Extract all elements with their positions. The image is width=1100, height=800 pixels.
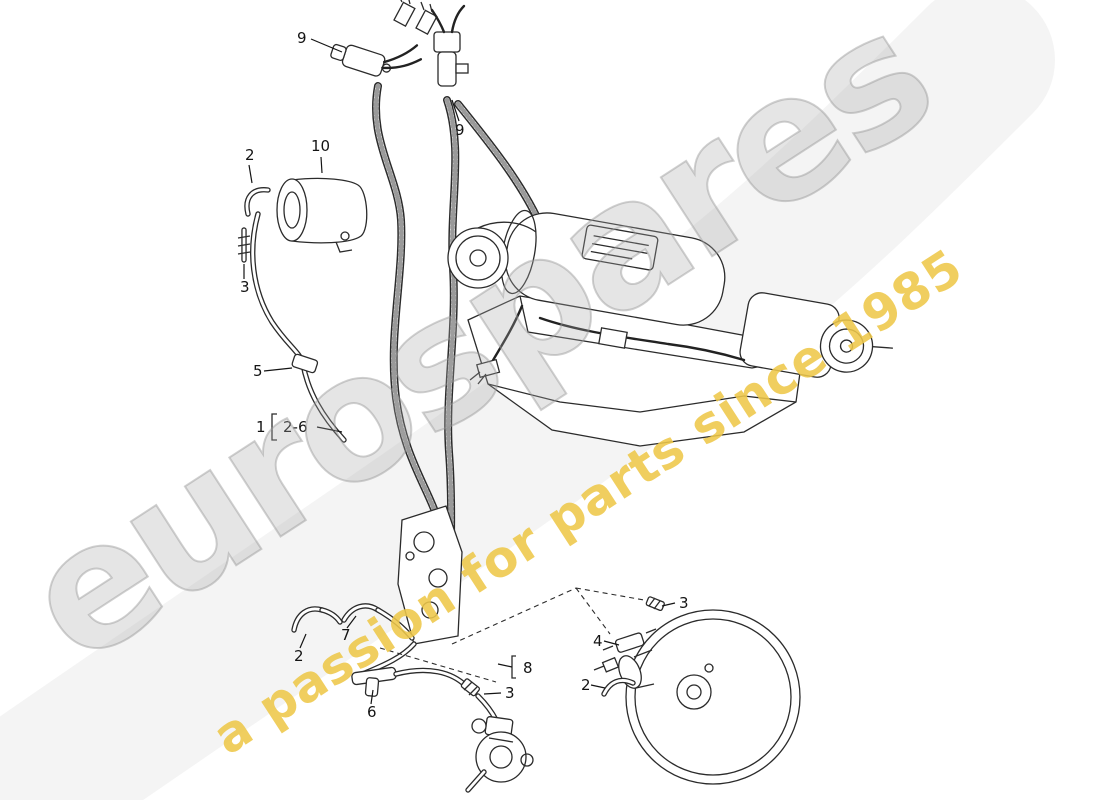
- heater-assembly: [447, 209, 893, 447]
- hose-b: [444, 97, 458, 545]
- callout-hose-elbow-top: 2: [245, 146, 255, 164]
- elbow-2-booster: [602, 679, 635, 696]
- leader-line-vacuum-reservoir: [320, 156, 323, 174]
- callout-elbow-booster: 2: [581, 676, 591, 694]
- elbow-7: [342, 604, 380, 622]
- callout-hose-piece-left: 3: [240, 278, 250, 296]
- hose-a: [373, 83, 439, 517]
- leader-line-assembly-range: [316, 426, 343, 433]
- hose-piece-3-booster: [645, 596, 665, 612]
- callout-check-valve: 4: [593, 632, 603, 650]
- leader-line-valve-lower: [451, 99, 460, 122]
- pressure-regulator: [465, 716, 534, 793]
- solenoid-valve-upper: [330, 0, 438, 77]
- callout-elbow-seven: 7: [341, 626, 351, 644]
- group-bracket: [271, 413, 277, 441]
- inline-connector-5: [291, 353, 319, 374]
- leader-line-hose-piece-booster: [661, 602, 676, 607]
- callout-elbow-mid: 2: [294, 647, 304, 665]
- callout-valve-group: 8: [523, 659, 533, 677]
- hose-piece-3-mid: [460, 678, 481, 697]
- callout-y-connector: 6: [367, 703, 377, 721]
- callout-vacuum-reservoir: 10: [311, 137, 330, 155]
- callout-hose-piece-mid: 3: [505, 684, 515, 702]
- leader-line-elbow-seven: [346, 615, 357, 629]
- lower-left-plumbing: [291, 603, 499, 723]
- construction-lines: [379, 587, 645, 683]
- leader-line-y-connector: [370, 689, 374, 705]
- elbow-2-mid: [292, 607, 324, 632]
- leader-line-valve-group: [497, 663, 513, 668]
- leader-line-hose-connector: [263, 367, 293, 372]
- solenoid-valve-lower: [430, 4, 469, 87]
- callout-hose-connector: 5: [253, 362, 263, 380]
- leader-line-hose-elbow-top: [248, 164, 253, 184]
- callout-assembly-group: 1: [256, 418, 266, 436]
- leader-line-check-valve: [603, 640, 620, 646]
- harness-plug: [475, 358, 501, 379]
- eight-bracket: [511, 655, 516, 679]
- leader-line-hose-piece-mid: [483, 692, 502, 695]
- leader-line-elbow-mid: [299, 633, 307, 649]
- callout-hose-piece-booster: 3: [679, 594, 689, 612]
- callout-valve-upper: 9: [297, 29, 307, 47]
- vacuum-reservoir: [237, 177, 368, 263]
- diagram-line-art: [237, 0, 893, 793]
- leader-line-valve-upper: [310, 38, 343, 53]
- callout-assembly-range: 2-6: [283, 418, 308, 436]
- reservoir-elbow: [245, 188, 270, 216]
- hose-c: [455, 101, 543, 227]
- reservoir-elbow: [244, 187, 271, 217]
- brake-booster: [593, 596, 801, 785]
- bracket-plate: [397, 505, 463, 645]
- callout-valve-lower: 9: [455, 121, 465, 139]
- leader-line-elbow-booster: [590, 684, 606, 689]
- check-valve-4: [614, 632, 645, 653]
- vacuum-hoses: [371, 82, 544, 546]
- reservoir-hose-run: [250, 211, 347, 443]
